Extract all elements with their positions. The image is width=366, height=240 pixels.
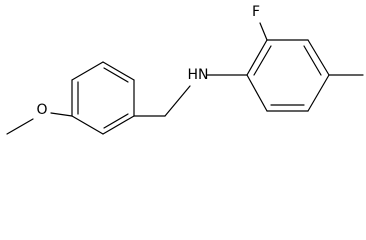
ring-double-bond bbox=[103, 67, 129, 83]
fluorine-atom-label: F bbox=[252, 4, 260, 20]
ring-bond bbox=[102, 115, 135, 135]
ring-bond bbox=[71, 115, 104, 135]
chemical-structure: O HN F bbox=[6, 4, 364, 135]
ring-bond bbox=[246, 74, 268, 112]
ring-double-bond bbox=[303, 45, 322, 76]
oxygen-atom-label: O bbox=[36, 102, 47, 118]
ch2-to-nitrogen-bond bbox=[164, 85, 191, 117]
ring-bond bbox=[71, 61, 104, 81]
methoxyphenyl-ring bbox=[71, 61, 135, 135]
ring-double-bond bbox=[253, 45, 272, 76]
ring-bond bbox=[307, 39, 330, 76]
oxygen-to-methyl-bond bbox=[6, 118, 34, 135]
ring-double-bond bbox=[103, 113, 129, 129]
nitrogen-atom-label: HN bbox=[188, 67, 209, 83]
ring-bond bbox=[307, 74, 330, 112]
ring-to-fluorine-bond bbox=[259, 22, 268, 41]
fluoro-methylphenyl-ring bbox=[246, 39, 330, 112]
ring-to-oxygen-bond bbox=[50, 112, 73, 117]
ring-bond bbox=[102, 61, 135, 81]
ring-bond bbox=[246, 39, 268, 76]
